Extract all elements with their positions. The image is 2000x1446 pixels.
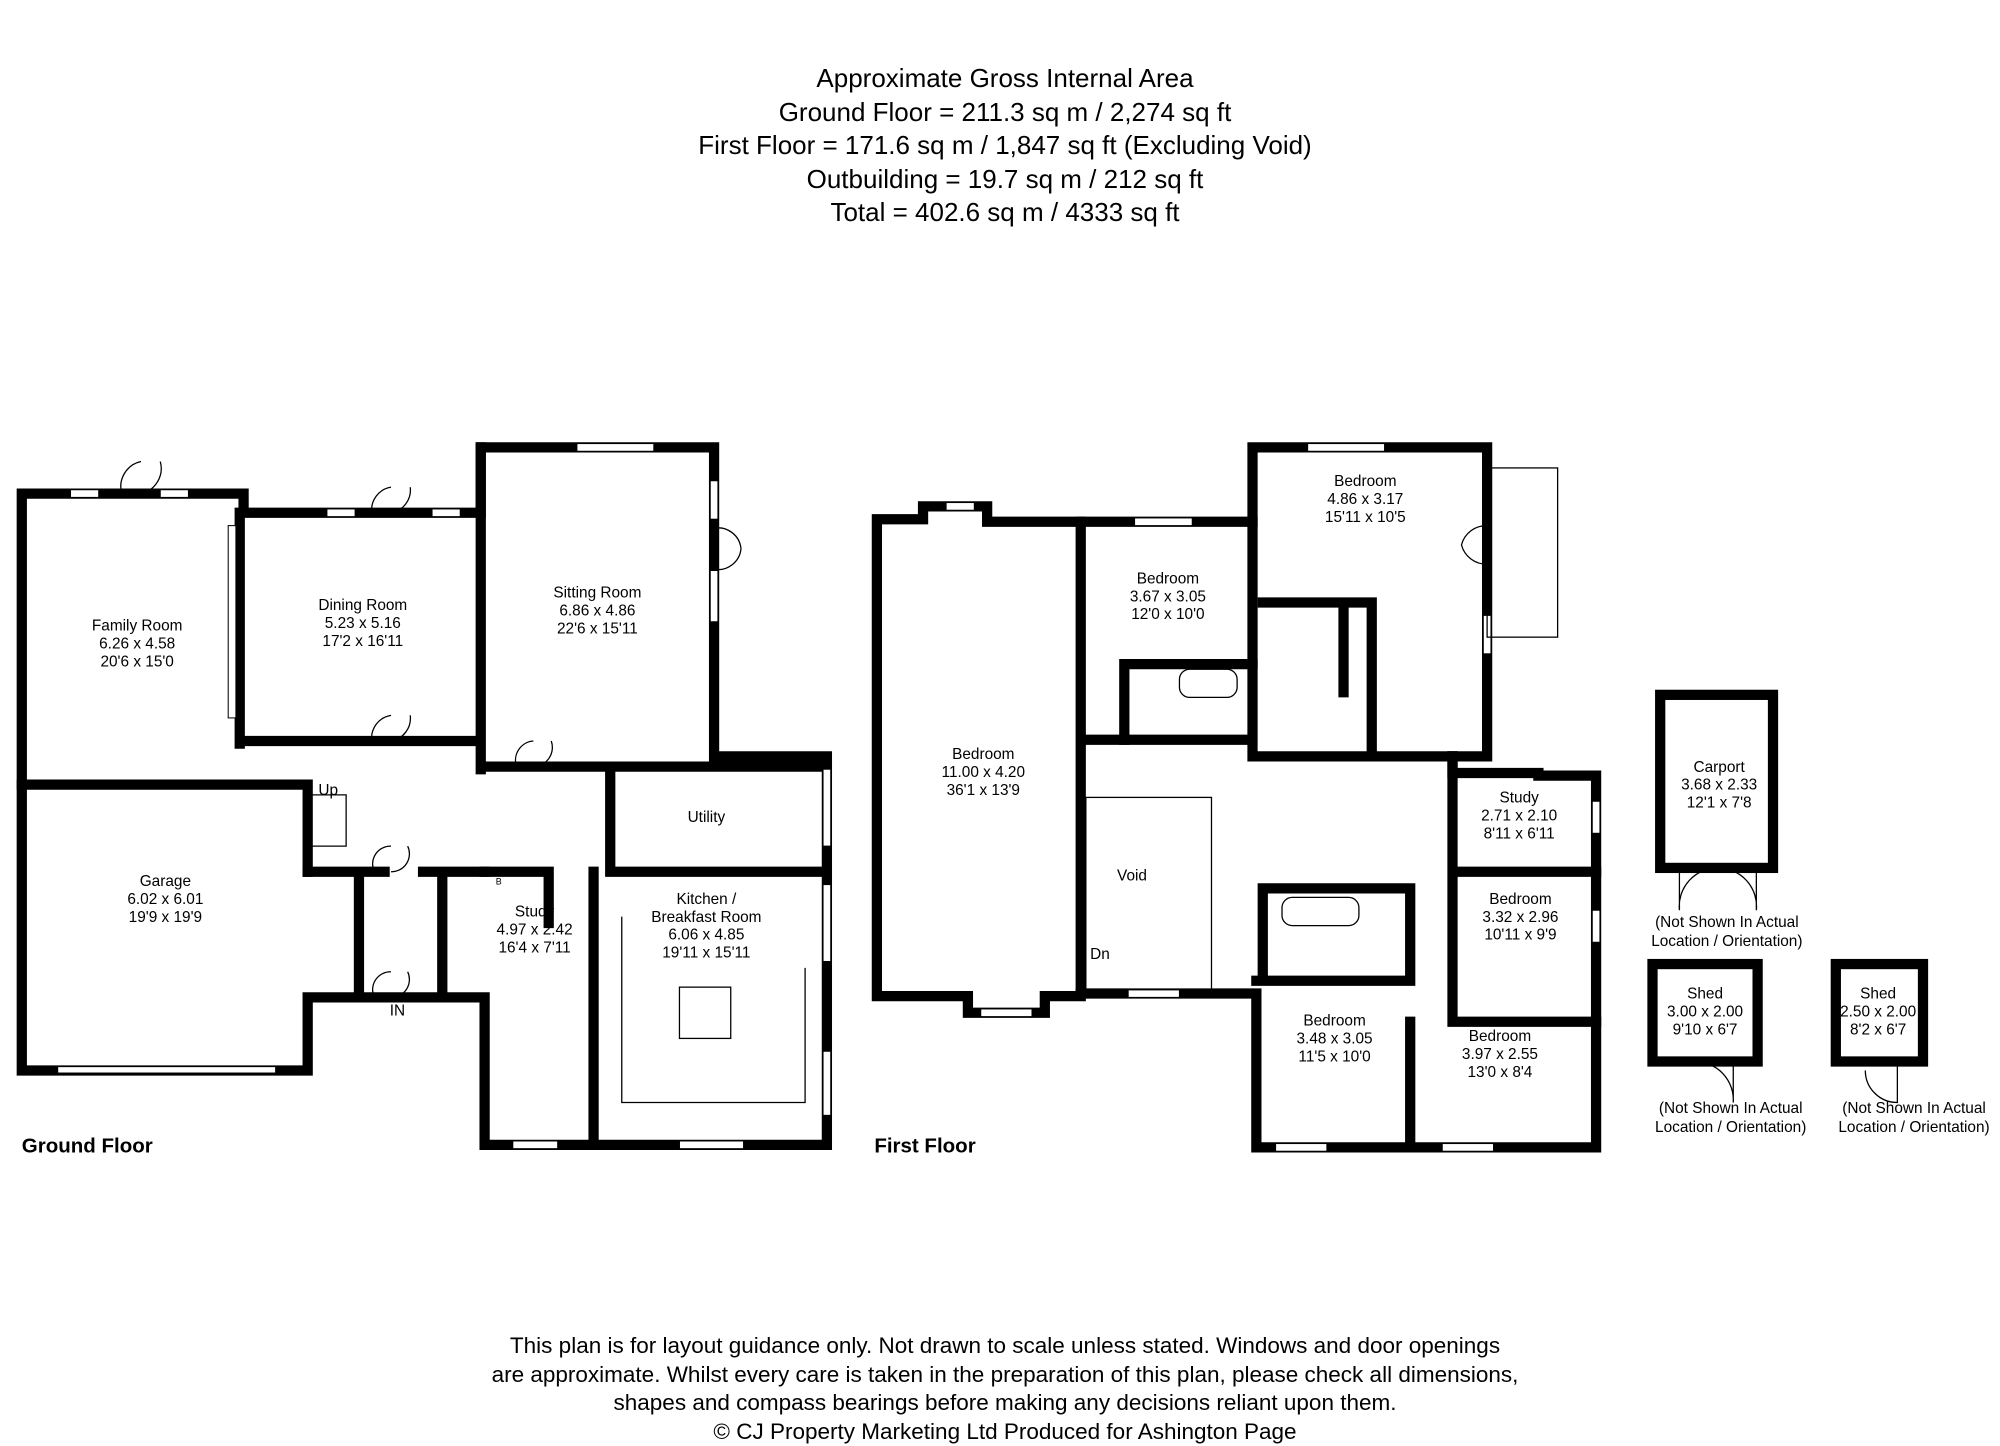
gf-room-dining-room-dimensions: 5.23 x 5.16 [325, 615, 401, 632]
ff-room-bedroom-dimensions: 3.32 x 2.96 [1482, 909, 1558, 926]
entrance-label: IN [390, 1002, 405, 1019]
outbuilding-carport-location-note: (Not Shown In Actual [1655, 914, 1799, 931]
disclaimer-line-3: shapes and compass bearings before makin… [613, 1390, 1397, 1415]
outbuilding-shed-dimensions: 9'10 x 6'7 [1673, 1022, 1738, 1039]
outbuilding-shed-dimensions: 8'2 x 6'7 [1850, 1022, 1906, 1039]
gf-room-family-room-dimensions: 6.26 x 4.58 [99, 636, 175, 653]
outbuilding-shed-location-note: (Not Shown In Actual [1659, 1100, 1803, 1117]
stairs-down-label: Dn [1090, 946, 1110, 963]
gross-internal-area-header: Approximate Gross Internal Area Ground F… [0, 62, 2000, 230]
gf-room-family-room-label: Family Room [92, 618, 183, 635]
ff-room-bedroom-dimensions: 36'1 x 13'9 [947, 782, 1020, 799]
ff-room-bedroom-dimensions: 12'0 x 10'0 [1131, 606, 1204, 623]
disclaimer-line-2: are approximate. Whilst every care is ta… [491, 1361, 1519, 1387]
gf-room-study-label: Study [515, 904, 555, 921]
gf-room-dining-room-label: Dining Room [318, 597, 407, 614]
ff-room-bedroom-label: Bedroom [1469, 1028, 1531, 1045]
ground-floor-area: Ground Floor = 211.3 sq m / 2,274 sq ft [778, 96, 1232, 127]
outbuilding-shed-location-note: (Not Shown In Actual [1842, 1100, 1986, 1117]
gf-room-utility-label: Utility [688, 809, 726, 826]
ff-room-bedroom-label: Bedroom [952, 746, 1014, 763]
ff-room-study-dimensions: 2.71 x 2.10 [1481, 807, 1557, 824]
outbuilding-carport-dimensions: 12'1 x 7'8 [1687, 795, 1752, 812]
disclaimer-line-1: This plan is for layout guidance only. N… [509, 1333, 1501, 1358]
disclaimer: This plan is for layout guidance only. N… [0, 1332, 2000, 1446]
gf-room-sitting-room-label: Sitting Room [553, 584, 641, 601]
gf-room-garage-dimensions: 19'9 x 19'9 [129, 909, 202, 926]
outbuilding-area: Outbuilding = 19.7 sq m / 212 sq ft [806, 163, 1204, 194]
gf-room-garage-label: Garage [140, 873, 191, 890]
outbuilding-shed-location-note: Location / Orientation) [1655, 1119, 1806, 1136]
outbuilding-shed-label: Shed [1860, 986, 1896, 1003]
gf-room-study-dimensions: 16'4 x 7'11 [498, 940, 570, 957]
ff-room-bedroom-dimensions: 15'11 x 10'5 [1325, 509, 1406, 526]
outbuilding-carport-location-note: Location / Orientation) [1651, 933, 1802, 950]
gf-room-sitting-room-dimensions: 22'6 x 15'11 [557, 620, 638, 637]
gf-room-dining-room-dimensions: 17'2 x 16'11 [322, 633, 403, 650]
ff-room-bedroom-label: Bedroom [1489, 891, 1551, 908]
ff-room-bedroom-dimensions: 3.97 x 2.55 [1462, 1046, 1538, 1063]
ff-room-void-label: Void [1117, 868, 1147, 885]
stairs-up-label: Up [318, 782, 338, 799]
gf-room-family-room-dimensions: 20'6 x 15'0 [100, 654, 173, 671]
gf-room-kitchen-dimensions: Breakfast Room [651, 909, 761, 926]
ff-room-bedroom-label: Bedroom [1303, 1013, 1365, 1030]
ff-room-bedroom-dimensions: 3.48 x 3.05 [1297, 1031, 1373, 1048]
copyright: © CJ Property Marketing Ltd Produced for… [713, 1418, 1297, 1444]
gf-room-kitchen-label: Kitchen / [676, 891, 737, 908]
ff-room-study-label: Study [1500, 790, 1540, 807]
ff-room-bedroom-label: Bedroom [1137, 570, 1199, 587]
ff-room-bedroom-label: Bedroom [1334, 473, 1396, 490]
ff-room-study-dimensions: 8'11 x 6'11 [1484, 825, 1555, 842]
gf-room-kitchen-dimensions: 19'11 x 15'11 [662, 945, 750, 962]
gf-room-sitting-room-dimensions: 6.86 x 4.86 [559, 602, 635, 619]
first-floor-title: First Floor [874, 1135, 975, 1158]
ff-room-bedroom-dimensions: 13'0 x 8'4 [1468, 1064, 1533, 1081]
boiler-label: B [496, 877, 502, 887]
outbuilding-shed-label: Shed [1687, 986, 1723, 1003]
ground-floor-plan [16, 442, 833, 1150]
ff-room-bedroom-dimensions: 3.67 x 3.05 [1130, 588, 1206, 605]
outbuilding-shed-location-note: Location / Orientation) [1838, 1119, 1989, 1136]
outbuilding-carport-label: Carport [1694, 759, 1746, 776]
gf-room-garage-dimensions: 6.02 x 6.01 [127, 891, 203, 908]
ff-room-bedroom-dimensions: 4.86 x 3.17 [1327, 491, 1403, 508]
first-floor-plan [871, 442, 1602, 1153]
outbuilding-shed-dimensions: 3.00 x 2.00 [1667, 1004, 1743, 1021]
first-floor-area: First Floor = 171.6 sq m / 1,847 sq ft (… [698, 130, 1312, 160]
total-area: Total = 402.6 sq m / 4333 sq ft [830, 197, 1180, 227]
ff-room-bedroom-dimensions: 10'11 x 9'9 [1484, 927, 1556, 944]
ff-room-bedroom-dimensions: 11'5 x 10'0 [1298, 1048, 1370, 1065]
gf-room-kitchen-dimensions: 6.06 x 4.85 [668, 927, 744, 944]
outbuilding-shed-dimensions: 2.50 x 2.00 [1840, 1004, 1916, 1021]
ground-floor-title: Ground Floor [22, 1135, 153, 1158]
header-title: Approximate Gross Internal Area [816, 63, 1194, 93]
outbuildings-plan [1647, 689, 1929, 1104]
ff-room-bedroom-dimensions: 11.00 x 4.20 [942, 764, 1026, 781]
outbuilding-carport-dimensions: 3.68 x 2.33 [1681, 777, 1757, 794]
gf-room-study-dimensions: 4.97 x 2.42 [497, 922, 573, 939]
